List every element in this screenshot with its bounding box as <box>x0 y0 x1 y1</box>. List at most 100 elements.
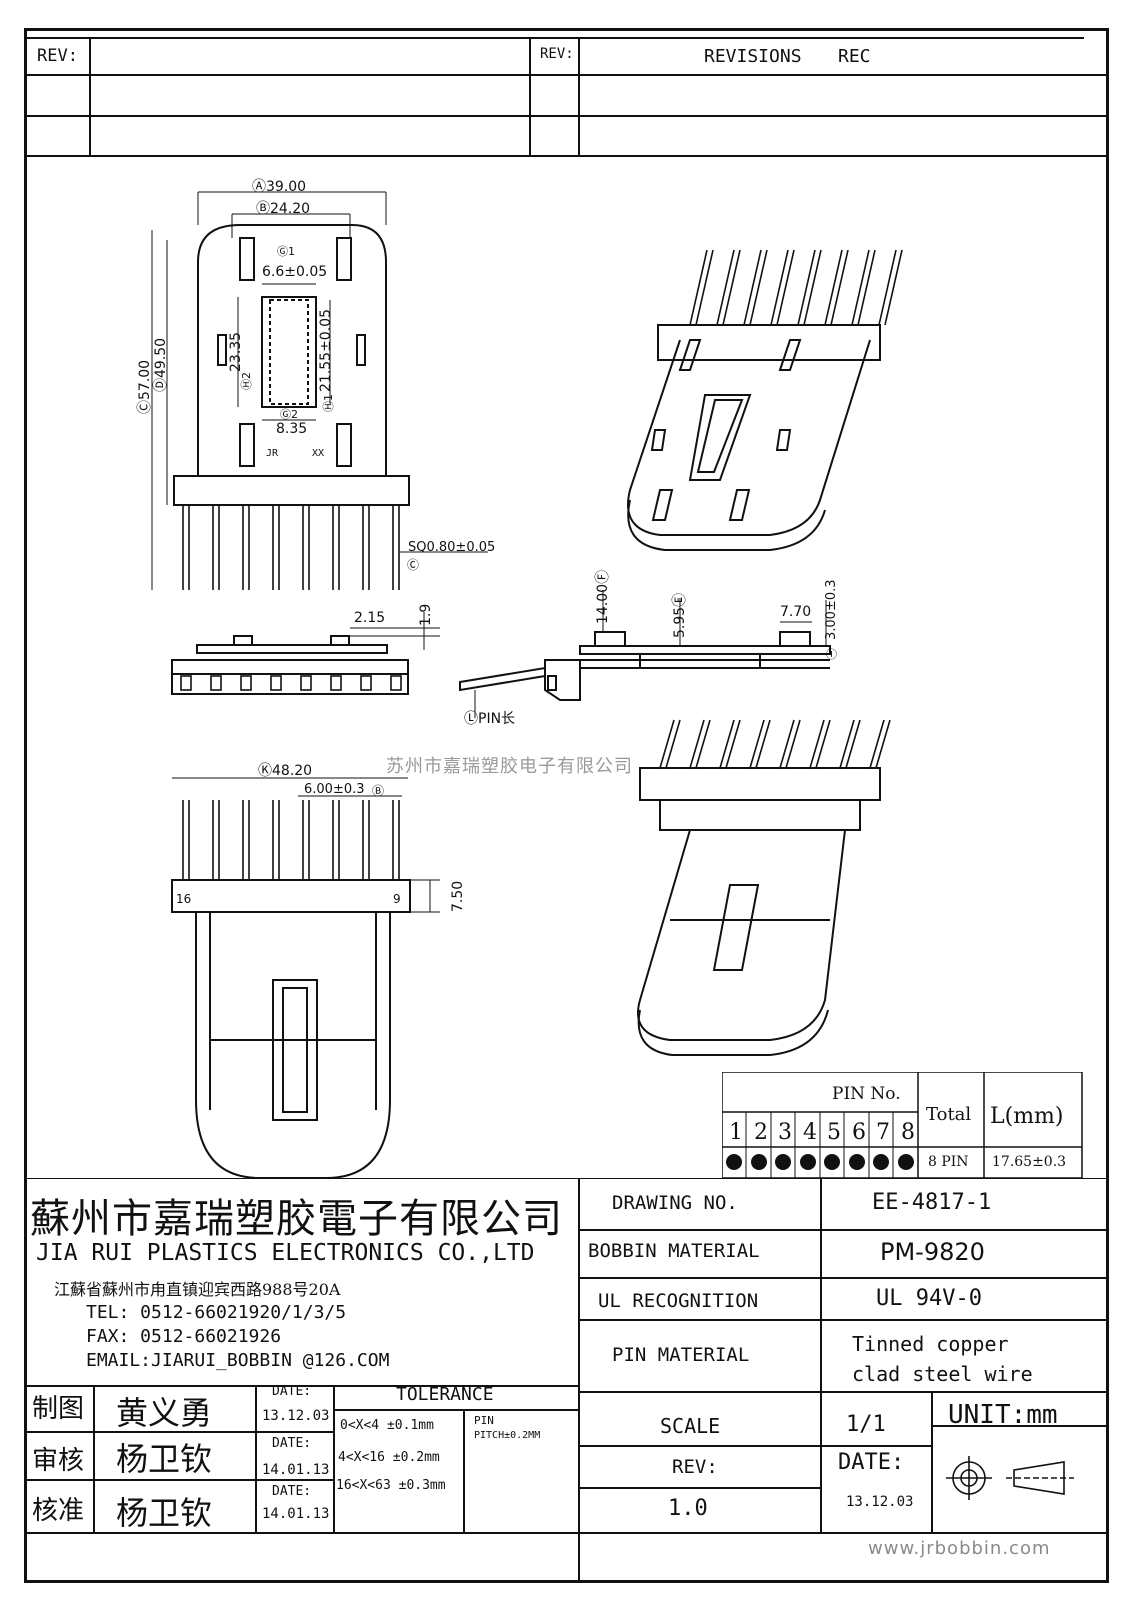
dim-g1-mark: Ⓖ1 <box>277 245 295 258</box>
dim-b: Ⓑ24.20 <box>256 201 311 217</box>
dim-e: 5.95Ⓔ <box>672 592 688 638</box>
top-view-body <box>197 224 387 477</box>
signoff-role-1: 制图 <box>32 1394 85 1424</box>
pin-table <box>722 1072 1083 1179</box>
dim-770: 7.70 <box>780 604 812 620</box>
front-view-pin-header <box>171 879 411 913</box>
signoff-role-2: 审核 <box>32 1446 85 1476</box>
dim-i-mark: Ⓘ <box>826 648 837 661</box>
signoff-name-2: 杨卫钦 <box>116 1440 213 1478</box>
pin-8: 8 <box>901 1120 915 1145</box>
tolerance-pitch: PITCH±0.2MM <box>474 1430 541 1441</box>
company-tel: TEL: 0512-66021920/1/3/5 <box>86 1302 347 1323</box>
pin-6: 6 <box>852 1120 866 1145</box>
bobbin-material-label: BOBBIN MATERIAL <box>588 1240 760 1262</box>
unit-label: UNIT:mm <box>948 1400 1058 1430</box>
tolerance-row-3: 16<X<63 ±0.3mm <box>336 1478 446 1493</box>
pin-table-total-value: 8 PIN <box>928 1154 969 1170</box>
revisions-label: REVISIONS <box>704 46 802 67</box>
dim-g2: 8.35 <box>276 421 308 437</box>
pin-table-total-label: Total <box>926 1104 972 1125</box>
dim-k: Ⓚ48.20 <box>258 763 313 779</box>
dim-19: 1.9 <box>418 603 434 626</box>
signoff-date-2: 14.01.13 <box>262 1462 330 1478</box>
dim-pitch: 6.00±0.3 <box>304 782 365 797</box>
top-view-slot <box>261 296 317 408</box>
tolerance-title: TOLERANCE <box>396 1384 494 1405</box>
pin-2: 2 <box>754 1120 768 1145</box>
signoff-name-1: 黄义勇 <box>116 1394 213 1432</box>
dim-a: Ⓐ39.00 <box>252 179 307 195</box>
scale-label: SCALE <box>660 1414 721 1438</box>
drawing-no-label: DRAWING NO. <box>612 1192 738 1214</box>
pin-table-header: PIN No. <box>832 1084 901 1104</box>
front-view-body <box>195 912 391 1179</box>
dim-750: 7.50 <box>450 880 466 912</box>
dim-h1-mark: Ⓗ1 <box>322 394 335 412</box>
pin-3: 3 <box>778 1120 792 1145</box>
scale-value: 1/1 <box>846 1412 886 1437</box>
signoff-date-label-3: DATE: <box>272 1484 312 1499</box>
dim-d: Ⓓ49.50 <box>153 337 169 392</box>
signoff-date-label-2: DATE: <box>272 1436 312 1451</box>
signoff-date-3: 14.01.13 <box>262 1506 330 1522</box>
drawing-no: EE-4817-1 <box>872 1190 992 1215</box>
ul-label: UL RECOGNITION <box>598 1290 759 1312</box>
dim-pitch-mark: Ⓑ <box>372 784 385 798</box>
pin-4: 4 <box>803 1120 817 1145</box>
top-view-pin-header <box>173 475 410 506</box>
dim-h2-mark: Ⓗ2 <box>240 372 253 390</box>
side-view-plate <box>196 644 388 654</box>
pin-table-length-label: L(mm) <box>990 1104 1064 1129</box>
mark-jr: JR <box>266 448 279 459</box>
pin-9-label: 9 <box>393 892 401 906</box>
rev-label-left: REV: <box>37 46 78 66</box>
pin-16-label: 16 <box>176 892 192 906</box>
pin-material-line1: Tinned copper <box>852 1332 1009 1356</box>
watermark-text: 苏州市嘉瑞塑胶电子有限公司 <box>386 756 633 777</box>
date-label: DATE: <box>838 1450 905 1475</box>
signoff-date-1: 13.12.03 <box>262 1408 330 1424</box>
mark-xx: XX <box>312 448 325 459</box>
rev-label: REV: <box>672 1456 718 1478</box>
company-name-en: JIA RUI PLASTICS ELECTRONICS CO.,LTD <box>36 1240 535 1266</box>
signoff-role-3: 核准 <box>32 1496 85 1526</box>
pin-7: 7 <box>876 1120 890 1145</box>
rec-label: REC <box>838 46 871 67</box>
tolerance-pin-label: PIN <box>474 1414 494 1427</box>
drawing-frame <box>24 28 1109 1583</box>
company-name-cn: 蘇州市嘉瑞塑胶電子有限公司 <box>30 1196 563 1242</box>
tolerance-row-2: 4<X<16 ±0.2mm <box>338 1450 440 1465</box>
technical-drawing <box>151 191 903 1179</box>
pin-5: 5 <box>827 1120 841 1145</box>
dim-g2-mark: Ⓖ2 <box>280 408 298 421</box>
pin-table-length-value: 17.65±0.3 <box>992 1154 1067 1170</box>
dim-f: 14.00Ⓕ <box>595 569 611 624</box>
dim-g1: 6.6±0.05 <box>262 264 328 280</box>
ul-value: UL 94V-0 <box>876 1286 982 1311</box>
iso-view-bottom <box>637 719 891 1056</box>
pin-material-label: PIN MATERIAL <box>612 1344 750 1366</box>
bobbin-material: PM-9820 <box>880 1238 985 1266</box>
pin-1: 1 <box>729 1120 743 1145</box>
signoff-date-label-1: DATE: <box>272 1384 312 1399</box>
rev-value: 1.0 <box>668 1496 708 1521</box>
pin-material-line2: clad steel wire <box>852 1362 1033 1386</box>
revision-block <box>24 37 1109 157</box>
section-view-plate <box>579 645 831 655</box>
dim-h2: 23.35 <box>228 331 244 372</box>
date-value: 13.12.03 <box>846 1494 914 1510</box>
company-address: 江蘇省蘇州市甪直镇迎宾西路988号20A <box>54 1280 341 1299</box>
iso-view-top <box>627 249 903 551</box>
side-view-pin-header <box>171 659 409 695</box>
footer-url: www.jrbobbin.com <box>868 1538 1051 1559</box>
title-block <box>24 1178 1109 1583</box>
dim-sq: SQ0.80±0.05 <box>408 540 496 555</box>
dim-sq-mark: Ⓒ <box>407 558 420 572</box>
rev-label-right: REV: <box>540 46 574 62</box>
signoff-name-3: 杨卫钦 <box>116 1494 213 1532</box>
dim-300: 3.00±0.3 <box>824 579 839 640</box>
dim-h1: 21.55±0.05 <box>318 309 334 392</box>
company-email: EMAIL:JIARUI_BOBBIN @126.COM <box>86 1350 390 1371</box>
tolerance-row-1: 0<X<4 ±0.1mm <box>340 1418 434 1433</box>
